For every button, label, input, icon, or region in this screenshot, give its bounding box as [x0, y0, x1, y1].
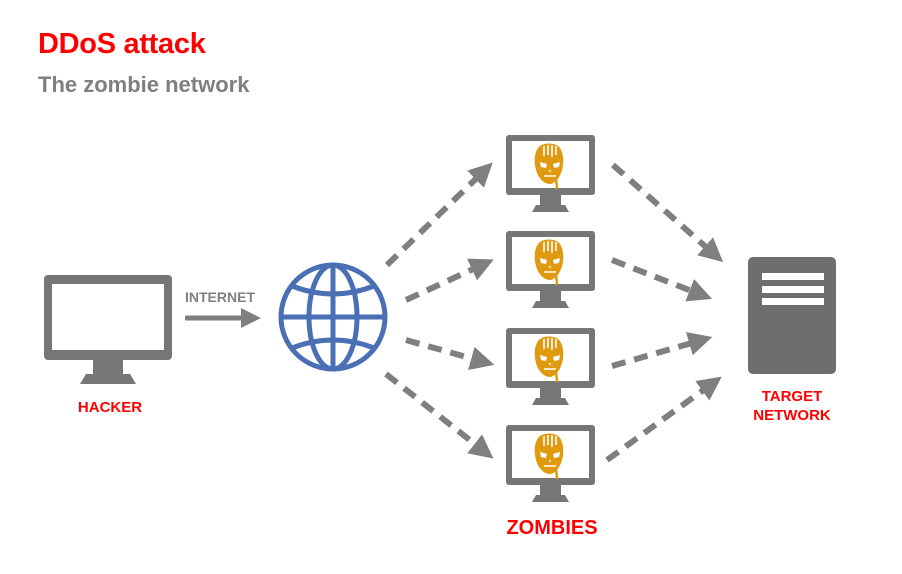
arrow-zombie-4-target — [605, 376, 722, 463]
server-icon — [748, 257, 836, 374]
arrow-internet-zombie-3 — [405, 337, 495, 370]
zombie-monitor-2 — [506, 231, 595, 308]
arrow-internet-zombie-1 — [384, 162, 493, 268]
arrow-internet-zombie-4 — [384, 371, 494, 459]
arrows-to-zombies — [384, 162, 495, 459]
arrow-internet-zombie-2 — [404, 258, 494, 303]
arrow-zombie-3-target — [611, 332, 713, 369]
zombie-monitor-1 — [506, 135, 595, 212]
arrows-to-target — [605, 162, 724, 463]
zombies-label: ZOMBIES — [506, 517, 598, 539]
target-label-line2: NETWORK — [753, 407, 831, 424]
zombie-monitor-3 — [506, 328, 595, 405]
globe-icon — [278, 262, 388, 372]
hacker-label: HACKER — [77, 399, 143, 416]
page-title: DDoS attack — [38, 28, 206, 60]
arrow-zombie-2-target — [610, 257, 713, 302]
page-subtitle: The zombie network — [38, 72, 250, 97]
hacker-monitor-icon — [44, 275, 172, 384]
arrow-zombie-1-target — [611, 162, 724, 263]
zombie-monitor-4 — [506, 425, 595, 502]
internet-label: INTERNET — [185, 289, 255, 305]
target-network-label: TARGET NETWORK — [742, 387, 842, 425]
target-label-line1: TARGET — [761, 388, 823, 405]
